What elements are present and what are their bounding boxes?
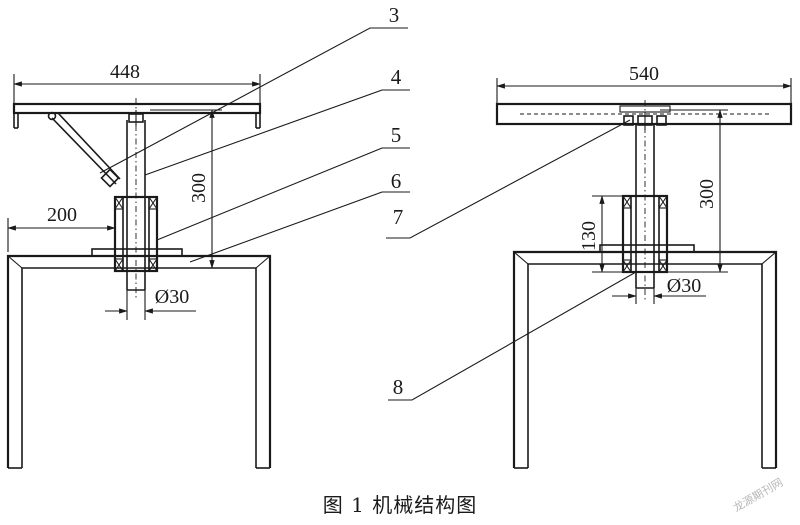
dim-130: 130 bbox=[578, 221, 600, 251]
dim-300-right: 300 bbox=[696, 179, 718, 209]
dim-300-left: 300 bbox=[188, 173, 210, 203]
left-frame bbox=[6, 248, 272, 469]
part-label-5: 5 bbox=[391, 123, 402, 147]
figure-caption: 图 1 机械结构图 bbox=[323, 493, 477, 517]
watermark: 龙源期刊网 bbox=[731, 475, 786, 515]
right-dimensions: 540 300 130 Ø30 bbox=[496, 63, 792, 304]
dim-200: 200 bbox=[47, 204, 77, 226]
left-brace-rod bbox=[47, 111, 121, 188]
dim-448: 448 bbox=[110, 61, 140, 83]
dim-d30-left: Ø30 bbox=[155, 286, 189, 308]
left-top-beam bbox=[12, 102, 262, 129]
part-label-4: 4 bbox=[391, 65, 402, 89]
part-label-3: 3 bbox=[389, 3, 400, 27]
part-label-7: 7 bbox=[393, 205, 404, 229]
left-view: 448 300 200 Ø30 bbox=[6, 61, 272, 469]
part-label-8: 8 bbox=[393, 375, 404, 399]
part-leaders: 3 4 5 6 7 8 bbox=[99, 3, 637, 401]
dim-540: 540 bbox=[629, 63, 659, 85]
right-shaft bbox=[623, 100, 667, 300]
right-sleeve bbox=[621, 194, 669, 274]
right-top-beam bbox=[495, 102, 793, 126]
left-shaft bbox=[126, 98, 146, 300]
right-view: 540 300 130 Ø30 bbox=[495, 63, 793, 469]
left-dimensions: 448 300 200 Ø30 bbox=[7, 61, 261, 320]
part-label-6: 6 bbox=[391, 169, 402, 193]
dim-d30-right: Ø30 bbox=[667, 275, 701, 297]
